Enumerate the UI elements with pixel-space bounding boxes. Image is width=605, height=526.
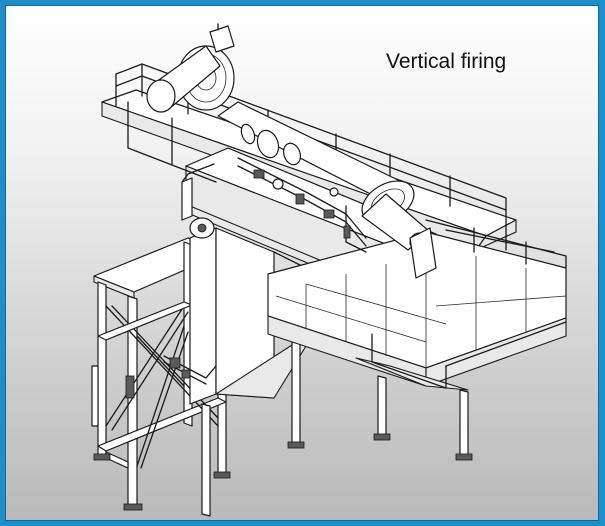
- figure-caption: Vertical firing: [386, 50, 507, 73]
- figure-panel: Vertical firing: [5, 5, 599, 521]
- hopper-piping: [163, 355, 217, 385]
- railings: [115, 63, 567, 389]
- burner-assembly: [146, 23, 437, 279]
- vertical-firing-equipment-drawing: [91, 23, 567, 517]
